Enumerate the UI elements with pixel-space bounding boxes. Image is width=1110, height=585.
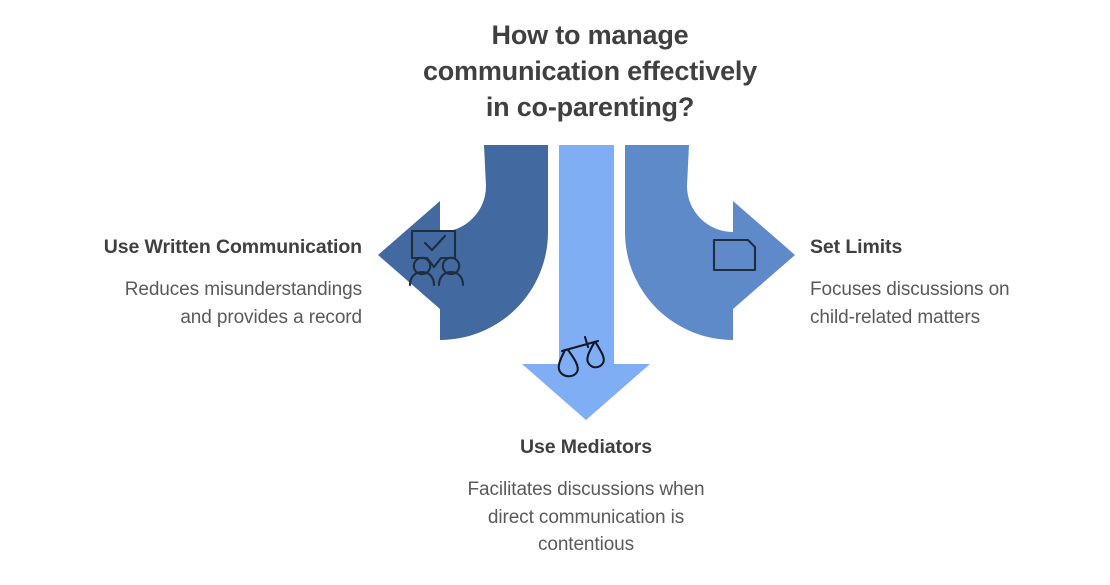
branch-use-mediators: Use Mediators Facilitates discussions wh… <box>388 436 784 559</box>
branch-written-communication: Use Written Communication Reduces misund… <box>0 236 362 331</box>
branch-heading-use-mediators: Use Mediators <box>520 436 652 458</box>
arrow-center-use-mediators <box>522 145 650 420</box>
branch-heading-written-communication: Use Written Communication <box>103 236 362 258</box>
branch-set-limits: Set Limits Focuses discussions on child-… <box>810 236 1105 331</box>
page-title: How to manage communication effectively … <box>385 18 795 126</box>
arrow-right-shape <box>625 145 795 340</box>
arrow-left-written-communication <box>378 145 548 340</box>
branch-description-use-mediators: Facilitates discussions when direct comm… <box>388 476 784 559</box>
branch-description-line: child-related matters <box>810 306 981 328</box>
arrow-right-set-limits <box>625 145 795 340</box>
branch-description-line: direct communication is <box>487 506 685 528</box>
page-title-line-2: communication effectively <box>422 55 758 86</box>
arrow-left-shape <box>378 145 548 340</box>
arrow-center-shape <box>522 145 650 420</box>
boundary-box-icon <box>712 238 757 272</box>
branch-description-line: Focuses discussions on <box>810 279 1010 301</box>
balance-scales-icon <box>557 335 605 378</box>
branch-description-line: Reduces misunderstandings <box>124 279 362 301</box>
page-title-line-3: in co-parenting? <box>485 91 695 122</box>
branch-description-set-limits: Focuses discussions on child-related mat… <box>810 276 1105 331</box>
branch-description-line: contentious <box>537 534 635 556</box>
branch-description-line: Facilitates discussions when <box>467 479 705 501</box>
branch-description-line: and provides a record <box>180 306 362 328</box>
speech-bubble-check-people-icon <box>408 229 465 287</box>
page-title-line-1: How to manage <box>491 20 689 50</box>
branch-heading-set-limits: Set Limits <box>810 236 903 258</box>
branch-description-written-communication: Reduces misunderstandings and provides a… <box>0 276 362 331</box>
